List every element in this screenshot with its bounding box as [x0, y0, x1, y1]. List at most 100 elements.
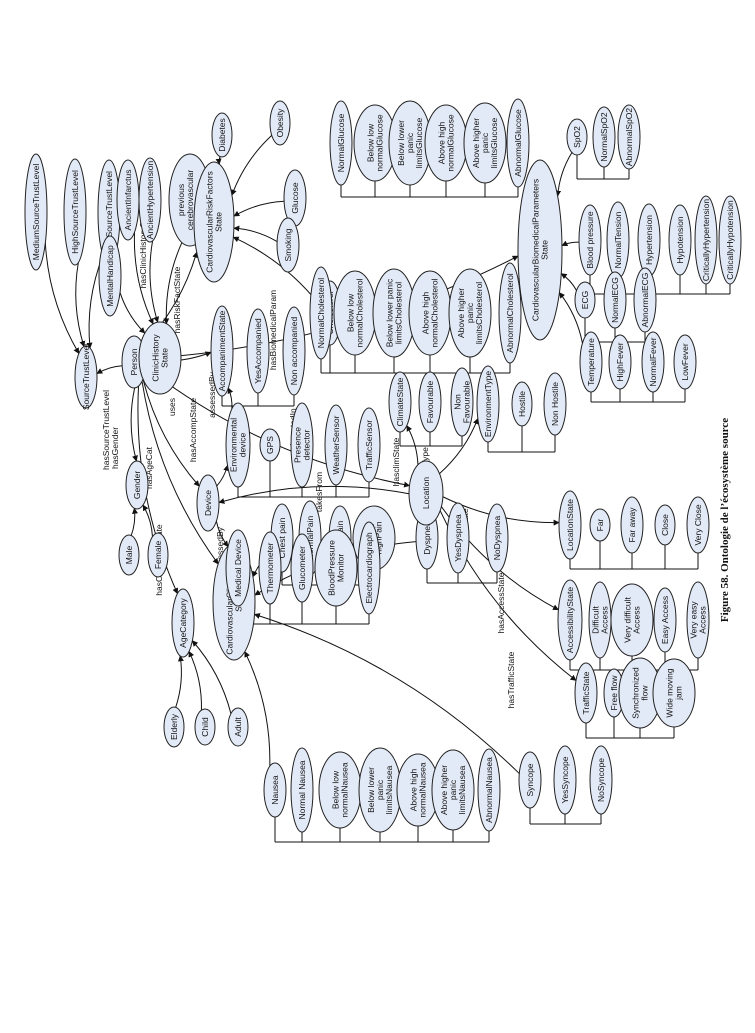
- edge-line: [163, 242, 183, 325]
- node-label: Electrocardiograph: [364, 532, 374, 604]
- node-label: Nausea: [270, 775, 280, 805]
- node-label: AncientInfarctus: [123, 170, 133, 231]
- node-ellipse: [654, 504, 676, 546]
- node-ellipse: [210, 305, 234, 397]
- edge-line: [215, 521, 229, 548]
- node-gps: GPS: [259, 428, 281, 462]
- node-medium-source-trust-level: MediumSourceTrustLevel: [24, 153, 48, 271]
- edge-ecg-to-cardiovascular-biomedical-parameters-state: [560, 273, 577, 291]
- node-label: Far: [595, 518, 605, 531]
- node-ellipse: [476, 365, 500, 443]
- edge-line: [216, 464, 230, 487]
- edge-line: [233, 200, 285, 217]
- node-sp-o2: SpO2: [566, 118, 588, 156]
- node-ellipse: [579, 331, 603, 393]
- node-above-higher-panic-limits-nausea: Above higherpaniclimitsNausea: [431, 749, 475, 831]
- edge-label: hasRiskFactState: [172, 266, 182, 333]
- edge-line: [555, 152, 573, 197]
- edge-label: hasBiomedicalParam: [268, 290, 278, 370]
- node-label: MentalHandicap: [105, 245, 115, 307]
- node-far: Far: [589, 508, 611, 542]
- node-label: Elderly: [169, 713, 179, 740]
- node-critically-hypotension: CriticallyHypotension: [718, 195, 742, 285]
- node-blood-pressure: Blood pressure: [578, 204, 602, 276]
- node-accompaniment-state: AccompanimentState: [210, 305, 234, 397]
- node-thermometer: Thermometer: [258, 531, 282, 605]
- node-label: CriticallyHypertension: [701, 199, 711, 281]
- node-ellipse: [485, 503, 509, 573]
- node-label: Thermometer: [265, 542, 275, 593]
- node-climate-state: ClimateState: [388, 371, 412, 433]
- node-label: Non accompanied: [289, 316, 299, 385]
- node-label: Above higherpaniclimitsCholesterol: [456, 282, 484, 344]
- node-synchronized-flow: Synchronizedflow: [618, 657, 662, 729]
- node-ellipse: [171, 588, 195, 658]
- node-label: AbnormalSpO2: [624, 108, 634, 166]
- edge-sp-o2-to-cardiovascular-biomedical-parameters-state: [555, 152, 573, 197]
- node-blood-pressure-monitor: BloodPressureMonitor: [314, 529, 358, 607]
- node-device: Device: [196, 474, 220, 532]
- node-label: Below lownormalGlucose: [365, 114, 384, 171]
- node-ellipse: [694, 195, 718, 285]
- node-non-accompanied: Non accompanied: [282, 306, 306, 396]
- node-ellipse: [309, 266, 333, 360]
- node-ellipse: [258, 531, 282, 605]
- node-label: Normal Nausea: [297, 760, 307, 819]
- edge-nausea-to-cardiovascular-clinical-signs-state: [244, 651, 271, 767]
- node-ellipse: [290, 402, 314, 488]
- node-label: AccessibilityState: [565, 587, 575, 653]
- edge-label: hasClinicHistoryState: [138, 207, 148, 288]
- node-ellipse: [290, 747, 314, 833]
- edge-person-to-gender: hasGender: [110, 387, 138, 469]
- node-ellipse: [357, 521, 381, 615]
- edge-label: takesFrom: [314, 472, 324, 512]
- node-label: YesSyncope: [560, 756, 570, 803]
- node-ellipse: [477, 748, 501, 832]
- node-label: AbnormalNausea: [484, 757, 494, 823]
- node-ellipse: [269, 100, 291, 146]
- node-label: LocationState: [565, 499, 575, 551]
- node-yes-accompanied: YesAccompanied: [246, 308, 270, 394]
- edge-label: uses: [167, 398, 177, 416]
- node-below-lower-panic-limits-cholesterol: Below lower paniclimitsCholesterol: [372, 268, 416, 358]
- node-label: AgeCategory: [178, 597, 188, 647]
- node-label: Very difficultAccess: [622, 597, 641, 643]
- node-below-lower-panic-limits-glucose: Below lowerpaniclimitsGlucose: [388, 100, 432, 186]
- node-label: Smoking: [283, 228, 293, 261]
- node-label: Above higherpaniclimitsNausea: [439, 765, 467, 815]
- node-ellipse: [448, 268, 492, 358]
- edge-diabetes-to-cardiovascular-risk-factors-state: [215, 156, 222, 165]
- edge-glucose-to-cardiovascular-risk-factors-state: [233, 200, 285, 217]
- bracket-cholesterol: [320, 345, 511, 374]
- node-ellipse: [329, 100, 353, 186]
- edge-line: [191, 640, 232, 714]
- node-ellipse: [498, 262, 522, 364]
- edge-elderly-to-age-category: [175, 655, 184, 708]
- node-ellipse: [263, 762, 287, 818]
- node-ellipse: [718, 195, 742, 285]
- edge-line: [130, 507, 138, 536]
- edge-person-to-source-trust-level: hasSourceTrustLevel: [96, 365, 123, 470]
- edge-person-to-device: uses: [142, 379, 200, 487]
- node-label: Location: [421, 477, 431, 509]
- edge-child-to-age-category: [188, 650, 202, 711]
- edge-label: hasAccessState: [496, 572, 506, 633]
- node-label: Below lownormalCholesterol: [345, 278, 364, 347]
- node-ellipse: [589, 508, 611, 542]
- bracket-sp-o2: [576, 155, 630, 180]
- node-label: Diabetes: [217, 118, 227, 152]
- node-diabetes: Diabetes: [211, 112, 233, 158]
- node-ellipse: [578, 204, 602, 276]
- node-electrocardiograph: Electrocardiograph: [357, 521, 381, 615]
- node-ellipse: [225, 402, 251, 488]
- edge-high-source-trust-level-to-source-trust-level: [75, 262, 86, 348]
- edge-line: [215, 156, 222, 165]
- node-below-low-normal-cholesterol: Below lownormalCholesterol: [333, 270, 377, 356]
- edge-male-to-gender: [130, 507, 138, 536]
- node-below-low-normal-nausea: Below lownormalNausea: [318, 751, 362, 829]
- edge-female-to-gender: [142, 504, 153, 537]
- node-syncope: Syncope: [518, 751, 542, 809]
- node-normal-ecg: NormalECG: [603, 271, 627, 329]
- node-ellipse: [98, 235, 122, 317]
